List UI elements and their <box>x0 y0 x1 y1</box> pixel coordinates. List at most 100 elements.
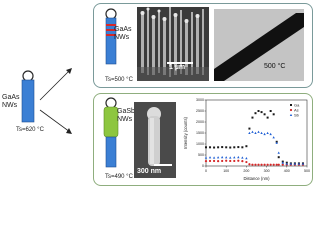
sb-point <box>248 131 251 134</box>
ga-point <box>254 112 257 115</box>
as-point <box>212 159 216 163</box>
sb-point <box>254 131 257 134</box>
as-point <box>241 160 244 163</box>
left-nw-label: GaAs NWs <box>2 94 20 109</box>
ga-point <box>225 146 228 149</box>
y-tick-label: 2500 <box>196 109 204 113</box>
y-axis-label: Intensity (counts) <box>183 116 188 148</box>
ga-point <box>229 146 232 149</box>
ga-point <box>260 111 263 114</box>
left-temp-label: Ts=620 °C <box>16 127 44 133</box>
as-point <box>281 163 284 166</box>
top-sem-scale-label: 1 µm <box>169 64 186 71</box>
sb-point <box>220 155 224 159</box>
x-tick-label: 500 <box>304 169 310 173</box>
left-nanowire-body <box>21 79 35 123</box>
sb-point <box>233 156 236 159</box>
sb-point <box>277 151 280 154</box>
bottom-sem-scalebar <box>154 164 172 166</box>
as-point <box>204 160 208 163</box>
sb-point <box>275 141 278 144</box>
y-tick-label: 500 <box>198 153 204 157</box>
sb-point <box>266 131 269 134</box>
as-point <box>277 163 280 166</box>
bottom-temp-label: Ts=490 °C <box>105 174 133 180</box>
x-tick-label: 100 <box>223 169 229 173</box>
as-point <box>269 163 272 166</box>
x-tick-label: 400 <box>284 169 290 173</box>
y-tick-label: 3000 <box>196 98 204 102</box>
sb-point <box>229 156 232 159</box>
ga-point <box>205 146 207 149</box>
as-point <box>248 163 251 166</box>
as-point <box>225 159 228 162</box>
top-tem-temp-label: 500 °C <box>264 63 286 70</box>
as-point <box>221 159 224 163</box>
as-point <box>260 163 263 166</box>
ga-point <box>245 145 248 148</box>
ga-point <box>237 146 240 149</box>
y-tick-label: 2000 <box>196 120 204 124</box>
bottom-nw-label: GaSb NWs <box>117 108 135 123</box>
legend-as-marker <box>289 108 293 112</box>
sb-point <box>301 162 305 165</box>
ga-point <box>269 110 272 112</box>
as-point <box>251 163 254 166</box>
sb-point <box>208 156 212 159</box>
top-nw-label: GaAs NWs <box>114 26 132 41</box>
as-point <box>245 160 248 164</box>
as-point <box>272 163 275 166</box>
ga-point <box>213 146 216 149</box>
bottom-nanowire-diagram <box>103 97 119 168</box>
ga-point <box>248 127 251 130</box>
top-tem-image: 500 °C <box>214 9 304 81</box>
as-point <box>266 163 269 166</box>
sb-point <box>297 162 301 165</box>
sb-point <box>237 155 240 159</box>
ga-point <box>217 146 220 149</box>
sb-point <box>293 162 297 165</box>
y-tick-label: 0 <box>202 164 204 168</box>
sb-point <box>225 156 228 159</box>
as-point <box>217 160 220 163</box>
ga-point <box>266 116 269 119</box>
sb-point <box>212 156 216 159</box>
top-sem-scalebar <box>167 62 193 64</box>
x-tick-label: 300 <box>264 169 270 173</box>
ga-point <box>209 146 212 149</box>
legend-ga-marker <box>290 104 292 106</box>
sb-point <box>216 156 220 159</box>
bottom-sem-scale-label: 300 nm <box>137 168 162 175</box>
as-point <box>254 163 257 166</box>
sb-point <box>257 130 260 133</box>
sb-point <box>289 162 293 165</box>
ga-point <box>257 110 260 112</box>
bottom-panel-gasb: GaSb NWs Ts=490 °C 300 nm 0 100 200 300 400 5… <box>93 93 313 186</box>
sb-point <box>204 156 208 159</box>
legend-sb-label: Sb <box>294 112 300 117</box>
sb-point <box>281 161 284 164</box>
as-point <box>275 163 278 166</box>
y-tick-label: 1500 <box>196 131 204 135</box>
as-point <box>257 163 260 166</box>
top-nanowire-diagram <box>105 8 117 65</box>
bottom-sem-image: 300 nm <box>134 102 176 178</box>
x-tick-label: 0 <box>205 169 207 173</box>
ga-point <box>272 113 275 116</box>
as-point <box>237 159 240 162</box>
legend-as-label: As <box>294 107 299 112</box>
ga-point <box>233 146 236 149</box>
y-tick-label: 1000 <box>196 142 204 146</box>
ga-point <box>277 156 280 159</box>
left-droplet <box>22 70 34 82</box>
as-point <box>229 159 232 163</box>
ga-point <box>263 113 266 116</box>
ga-point <box>221 146 224 149</box>
top-temp-label: Ts=500 °C <box>105 77 133 83</box>
ga-point <box>241 146 244 149</box>
x-tick-label: 200 <box>243 169 249 173</box>
top-panel-gaas: GaAs NWs Ts=500 °C 1 µm 500 °C <box>93 3 313 88</box>
x-axis-label: Distance (nm) <box>243 176 270 181</box>
eds-line-scan-chart: 0 100 200 300 400 500 0 500 1000 1500 2000 2500 3000… <box>183 98 310 181</box>
sb-point <box>241 156 244 159</box>
